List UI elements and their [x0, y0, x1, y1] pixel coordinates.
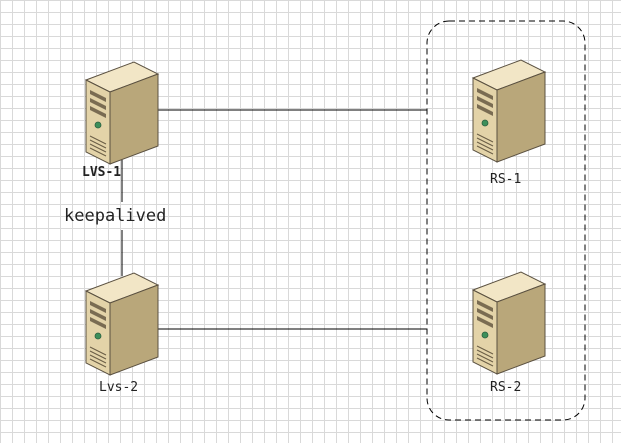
rs-group-boundary — [426, 20, 586, 421]
lvs1-label: LVS-1 — [82, 165, 121, 180]
keepalived-label: keepalived — [64, 206, 166, 226]
rs2-server-icon[interactable] — [472, 271, 546, 375]
lvs1-server-icon[interactable] — [85, 61, 159, 165]
rs1-label: RS-1 — [490, 172, 521, 187]
lvs2-server-icon[interactable] — [85, 272, 159, 376]
rs2-label: RS-2 — [490, 380, 521, 395]
rs1-server-icon[interactable] — [472, 59, 546, 163]
lvs2-label: Lvs-2 — [99, 380, 138, 395]
